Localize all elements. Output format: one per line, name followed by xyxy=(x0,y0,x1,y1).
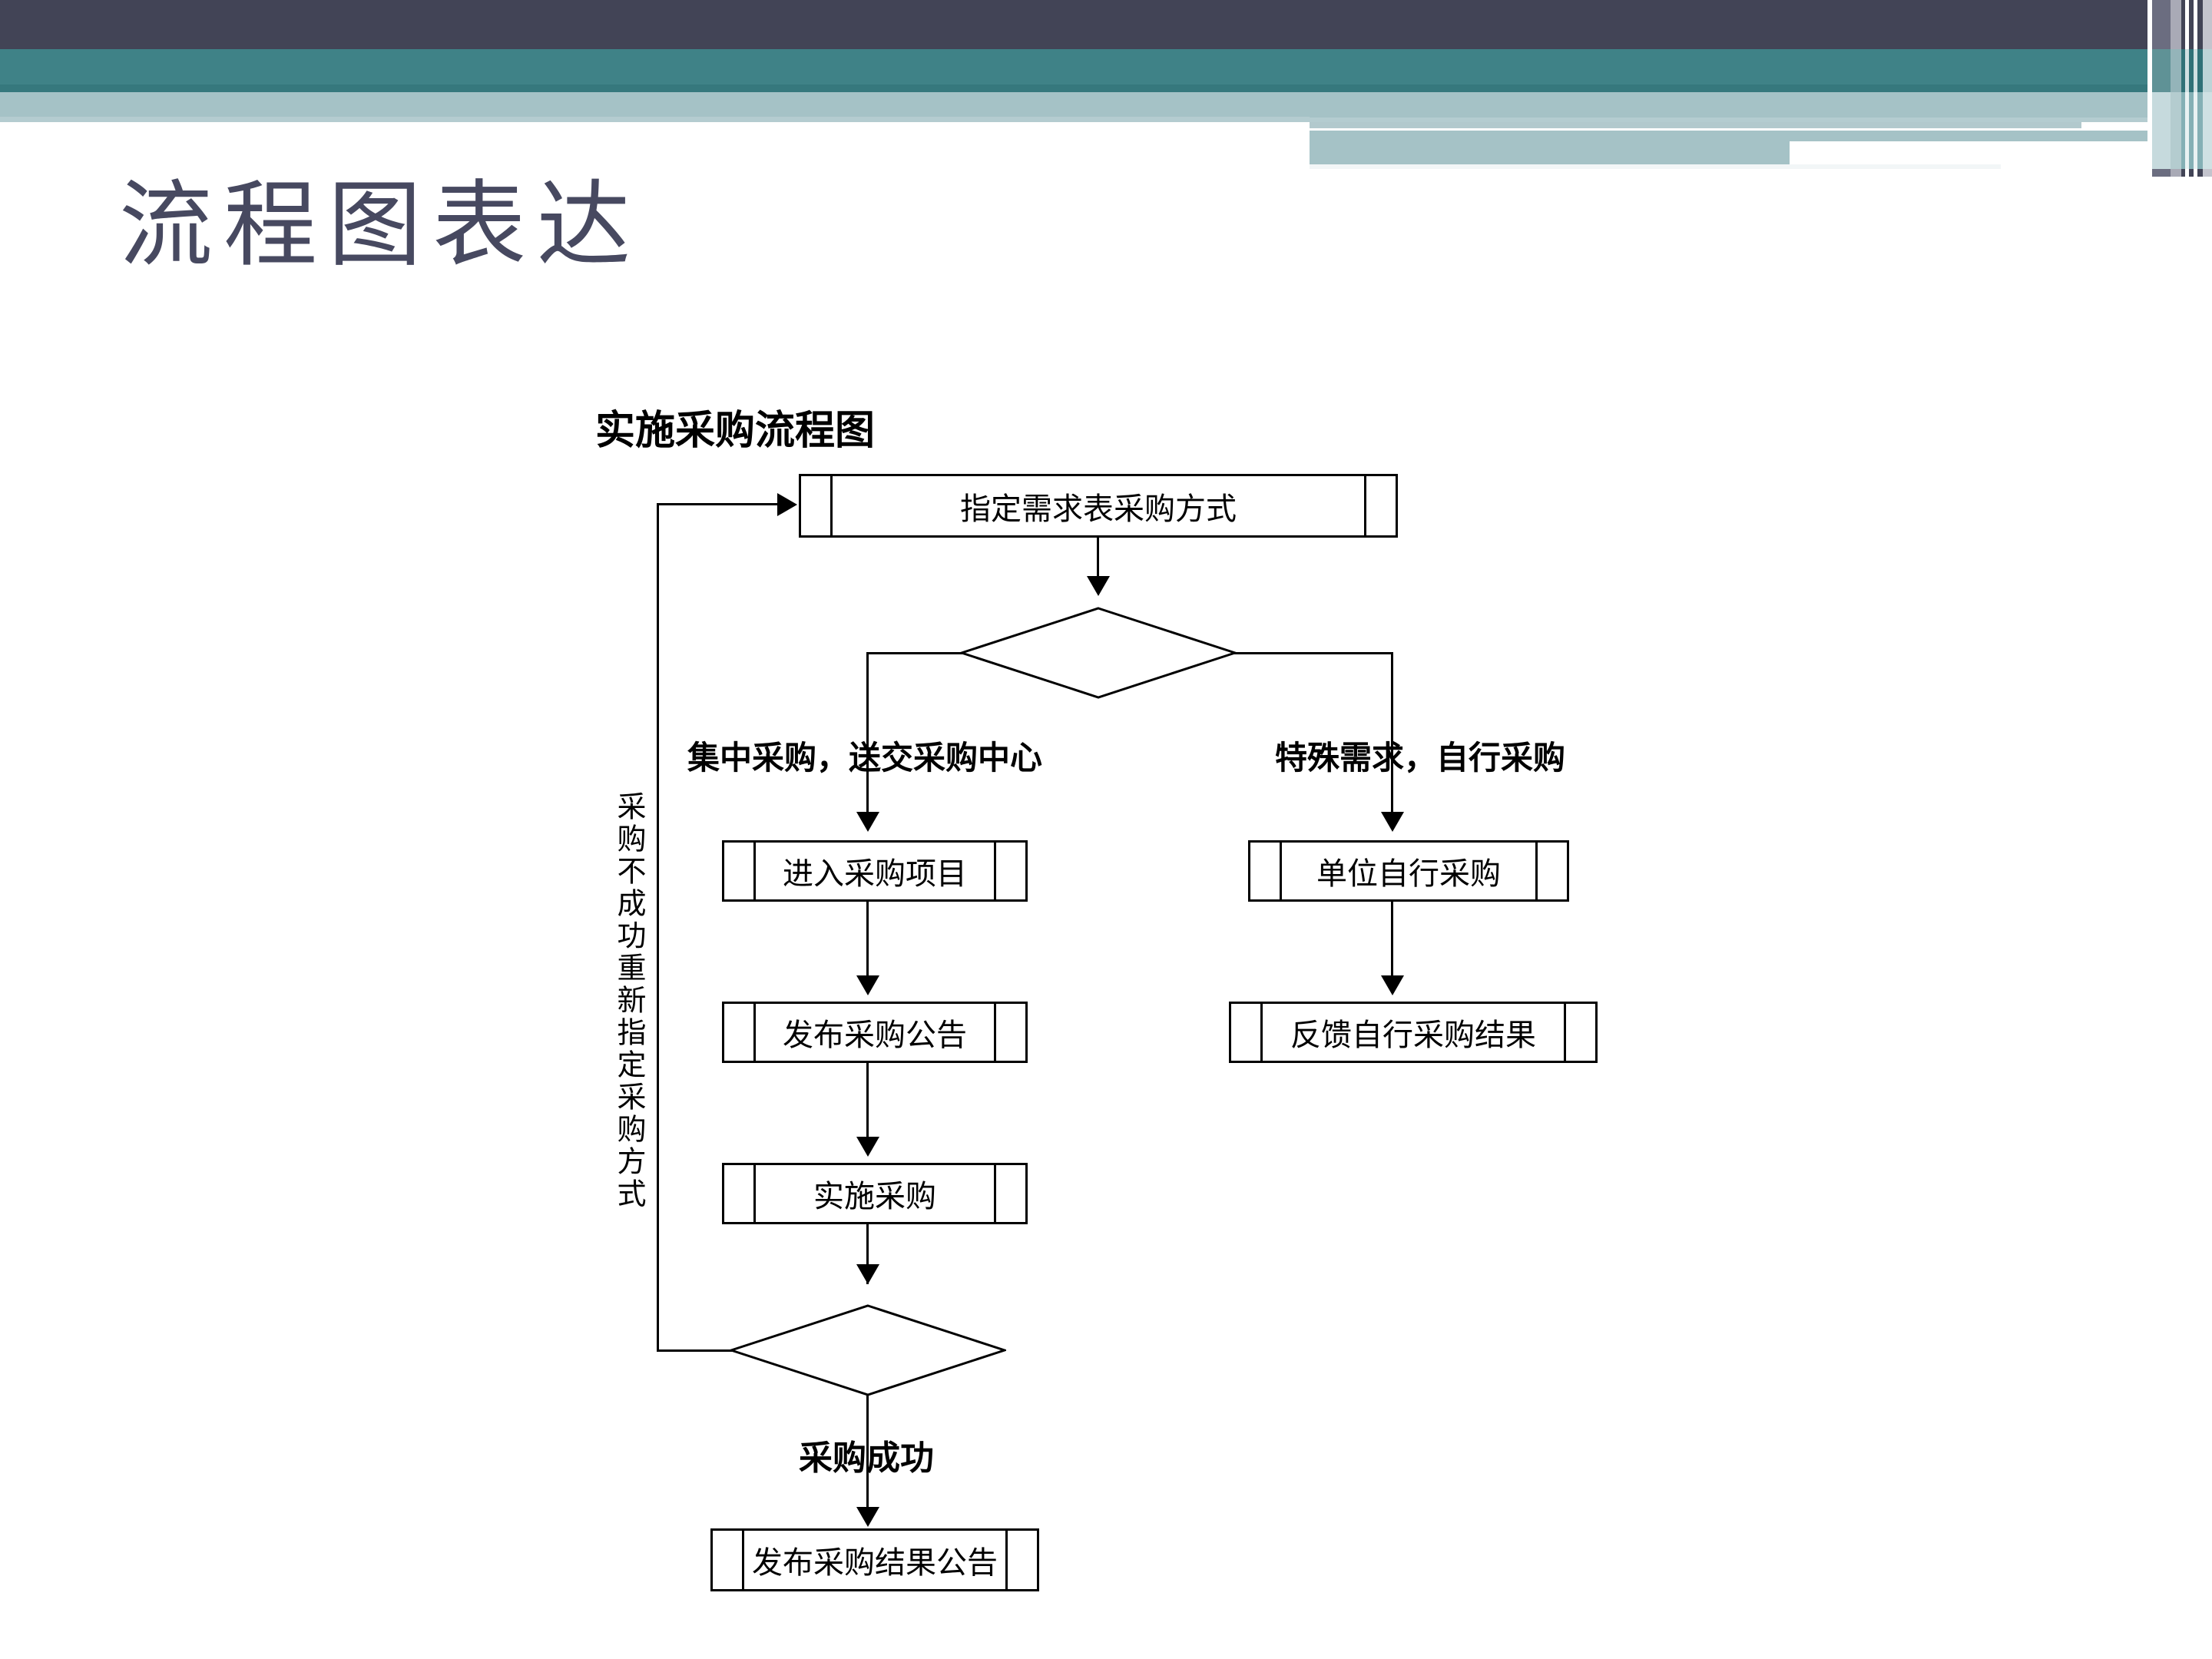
edge-stripe-teal-5 xyxy=(2185,49,2189,134)
edge-left3-to-decision2-arrowhead-icon xyxy=(856,1264,879,1284)
node-left-1-left-bar xyxy=(753,843,756,899)
edge-stripe-teal-7 xyxy=(2194,49,2197,134)
header-accent-gap xyxy=(1790,141,2212,164)
edge-label-branch-left: 集中采购，送交采购中心 xyxy=(687,739,1043,777)
edge-left2-to-left3-arrowhead-icon xyxy=(856,1137,879,1157)
node-start-label: 指定需求表采购方式 xyxy=(960,491,1237,527)
edge-stripe-pale-4 xyxy=(2181,92,2185,169)
node-left-4-left-bar xyxy=(742,1531,744,1589)
header-band-teal-edge xyxy=(0,84,2212,92)
edge-decision1-left-arrowhead-icon xyxy=(856,812,879,832)
edge-label-success: 采购成功 xyxy=(799,1439,934,1478)
edge-decision2-to-final-arrowhead-icon xyxy=(856,1507,879,1527)
edge-label-branch-right: 特殊需求，自行采购 xyxy=(1275,739,1566,777)
node-left-3-label: 实施采购 xyxy=(813,1179,936,1214)
node-right-2-right-bar xyxy=(1564,1004,1566,1061)
node-right-2-label: 反馈自行采购结果 xyxy=(1290,1018,1536,1053)
slide-decoration-header xyxy=(0,0,2212,177)
node-left-3[interactable]: 实施采购 xyxy=(722,1163,1028,1224)
edge-stripe-pale-2 xyxy=(2152,92,2171,169)
node-decision-2[interactable] xyxy=(730,1304,1006,1396)
loopback-bottom-line xyxy=(657,1349,741,1352)
edge-decision1-right-rail xyxy=(1233,652,1393,654)
node-right-1[interactable]: 单位自行采购 xyxy=(1248,840,1569,902)
loopback-arrowhead-icon xyxy=(777,493,797,516)
edge-left2-to-left3 xyxy=(866,1063,869,1147)
edge-decision1-right-drop xyxy=(1391,652,1393,823)
node-start-left-bar xyxy=(830,476,833,535)
node-decision-1[interactable] xyxy=(960,607,1237,699)
node-left-1[interactable]: 进入采购项目 xyxy=(722,840,1028,902)
node-left-1-right-bar xyxy=(994,843,996,899)
node-left-4-right-bar xyxy=(1005,1531,1008,1589)
edge-decision2-to-final xyxy=(866,1395,869,1518)
node-left-2-right-bar xyxy=(994,1004,996,1061)
header-accent-bar-1 xyxy=(1310,92,2212,118)
edge-start-to-decision1 xyxy=(1097,538,1099,587)
edge-decision1-left-drop xyxy=(866,652,869,823)
edge-right1-to-right2 xyxy=(1391,902,1393,986)
node-left-3-right-bar xyxy=(994,1165,996,1222)
edge-stripe-teal-4 xyxy=(2181,49,2185,134)
node-left-2-left-bar xyxy=(753,1004,756,1061)
node-left-4-label: 发布采购结果公告 xyxy=(752,1545,998,1581)
edge-stripe-pale-7 xyxy=(2194,92,2197,169)
loopback-top-line xyxy=(657,503,780,505)
header-accent-bar-2 xyxy=(1310,122,2081,128)
header-band-teal xyxy=(0,49,2212,91)
edge-stripe-pale-3 xyxy=(2171,92,2181,169)
loopback-vertical-line xyxy=(657,503,659,1352)
edge-stripe-teal-8 xyxy=(2197,49,2203,134)
node-left-1-label: 进入采购项目 xyxy=(783,856,967,892)
edge-stripe-pale-8 xyxy=(2197,92,2203,169)
edge-stripe-1 xyxy=(2147,0,2152,177)
edge-left1-to-left2-arrowhead-icon xyxy=(856,975,879,995)
node-start-right-bar xyxy=(1364,476,1366,535)
edge-left3-to-decision2 xyxy=(866,1224,869,1284)
node-left-4[interactable]: 发布采购结果公告 xyxy=(710,1528,1039,1591)
node-left-2-label: 发布采购公告 xyxy=(783,1018,967,1053)
edge-decision1-left-rail xyxy=(866,652,963,654)
edge-left1-to-left2 xyxy=(866,902,869,986)
edge-right1-to-right2-arrowhead-icon xyxy=(1381,975,1404,995)
node-right-1-left-bar xyxy=(1280,843,1282,899)
loopback-label: 采购不成功重新指定采购方式 xyxy=(612,791,646,1210)
edge-start-to-decision1-arrowhead-icon xyxy=(1087,576,1110,596)
node-right-1-label: 单位自行采购 xyxy=(1316,856,1501,892)
page-title: 流程图表达 xyxy=(119,171,641,280)
header-accent-bar-4 xyxy=(1310,164,2001,169)
node-right-2[interactable]: 反馈自行采购结果 xyxy=(1229,1002,1598,1063)
edge-stripe-pale-5 xyxy=(2185,92,2189,169)
flowchart-heading: 实施采购流程图 xyxy=(595,408,876,454)
header-band-pale-edge xyxy=(0,117,2212,122)
node-left-3-left-bar xyxy=(753,1165,756,1222)
header-band-dark xyxy=(0,0,2212,49)
node-right-1-right-bar xyxy=(1535,843,1538,899)
edge-stripe-pale-9 xyxy=(2203,92,2212,169)
node-right-2-left-bar xyxy=(1260,1004,1263,1061)
edge-decision1-right-arrowhead-icon xyxy=(1381,812,1404,832)
node-start[interactable]: 指定需求表采购方式 xyxy=(799,474,1398,538)
node-left-2[interactable]: 发布采购公告 xyxy=(722,1002,1028,1063)
edge-stripe-teal-6 xyxy=(2189,49,2194,134)
edge-stripe-pale-6 xyxy=(2189,92,2194,169)
